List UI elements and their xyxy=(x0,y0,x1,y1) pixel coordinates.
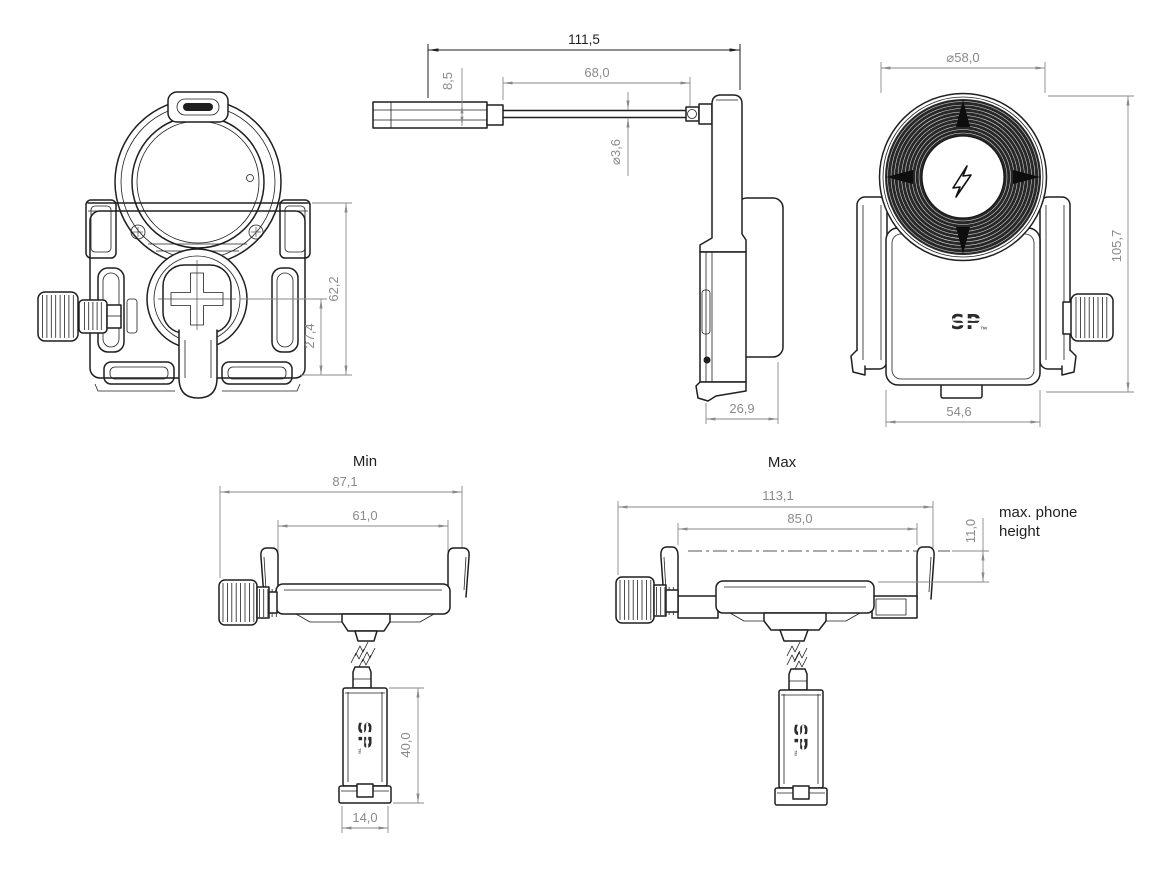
view-max: Max 113,1 85,0 xyxy=(615,454,1077,663)
max-phone-note-line1: max. phone xyxy=(999,504,1077,521)
view-min: Min 87,1 61,0 xyxy=(218,453,470,663)
front-clamp-knob xyxy=(37,291,138,342)
dim-side-arm: 68,0 xyxy=(502,65,691,106)
svg-text:⌀3,6: ⌀3,6 xyxy=(608,139,623,165)
svg-text:61,0: 61,0 xyxy=(352,508,377,523)
svg-text:68,0: 68,0 xyxy=(584,65,609,80)
wireless-charging-coil xyxy=(878,92,1048,262)
svg-text:26,9: 26,9 xyxy=(729,401,754,416)
dim-min-inner: 61,0 xyxy=(277,508,449,553)
max-bar xyxy=(715,580,875,614)
svg-text:62,2: 62,2 xyxy=(326,276,341,301)
svg-text:40,0: 40,0 xyxy=(398,732,413,757)
view-front: 62,2 27,4 xyxy=(37,91,352,399)
usb-c-port-icon xyxy=(167,91,229,123)
view-back: ⌀58,0 105,7 54,6 xyxy=(850,50,1134,427)
dim-max-phone-height: 11,0 xyxy=(878,518,989,583)
svg-text:11,0: 11,0 xyxy=(963,519,978,543)
clamp-screw xyxy=(146,248,248,350)
dim-side-cable: ⌀3,6 xyxy=(608,92,630,176)
svg-text:105,7: 105,7 xyxy=(1109,230,1124,263)
stem-left xyxy=(339,649,391,803)
dim-front-62: 62,2 xyxy=(300,202,352,376)
dim-side-depth: 26,9 xyxy=(705,362,779,424)
dim-stem-height: 40,0 xyxy=(389,687,424,804)
svg-text:54,6: 54,6 xyxy=(946,404,971,419)
grip-arm-right xyxy=(1039,196,1077,376)
svg-text:85,0: 85,0 xyxy=(787,511,812,526)
stem-right xyxy=(775,651,827,805)
dim-min-outer: 87,1 xyxy=(219,474,463,578)
min-clamp-right xyxy=(447,547,470,598)
led-indicator xyxy=(246,174,254,182)
min-title: Min xyxy=(353,453,377,470)
svg-text:14,0: 14,0 xyxy=(352,810,377,825)
svg-text:87,1: 87,1 xyxy=(332,474,357,489)
release-lever xyxy=(178,329,218,399)
grip-arm-left xyxy=(850,196,888,376)
charging-plug xyxy=(372,101,504,129)
dim-side-plug: 8,5 xyxy=(440,68,464,126)
dim-side-total: 111,5 xyxy=(427,32,741,98)
svg-text:113,1: 113,1 xyxy=(762,488,794,503)
dim-front-27: 27,4 xyxy=(240,298,327,375)
dim-back-width: 54,6 xyxy=(885,390,1041,427)
svg-text:8,5: 8,5 xyxy=(440,72,455,90)
dim-back-coil: ⌀58,0 xyxy=(880,50,1046,93)
dim-back-height: 105,7 xyxy=(1046,95,1134,393)
svg-text:⌀58,0: ⌀58,0 xyxy=(946,50,979,65)
max-phone-note-line2: height xyxy=(999,523,1041,540)
min-bar xyxy=(275,583,451,615)
dim-stem-width: 14,0 xyxy=(341,806,389,833)
lightning-bolt-icon xyxy=(952,165,972,198)
max-clamp-right xyxy=(916,546,935,600)
min-clamp-left xyxy=(260,547,279,598)
dim-max-inner: 85,0 xyxy=(677,511,918,545)
min-clamp-knob xyxy=(218,579,278,626)
svg-text:27,4: 27,4 xyxy=(302,323,317,348)
max-clamp-knob xyxy=(615,576,679,624)
view-side: 111,5 68,0 8,5 ⌀3,6 26,9 xyxy=(372,32,784,424)
dim-max-outer: 113,1 xyxy=(617,488,934,575)
max-title: Max xyxy=(768,454,797,471)
back-clamp-knob xyxy=(1062,293,1114,342)
svg-text:111,5: 111,5 xyxy=(568,32,600,47)
